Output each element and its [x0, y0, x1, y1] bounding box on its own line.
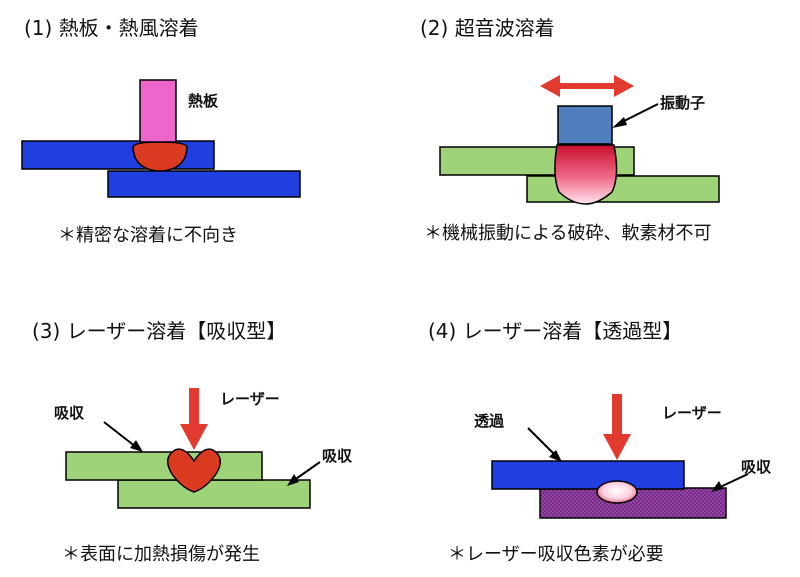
panel-4-title: (4) レーザー溶着【透過型】 — [428, 319, 683, 343]
vibration-arrow — [540, 75, 634, 97]
transmit-pointer — [527, 427, 562, 462]
vibrator — [557, 105, 613, 145]
panel-1-title: (1) 熱板・熱風溶着 — [24, 16, 199, 40]
absorb-pointer — [711, 473, 749, 492]
hot-plate-label: 熱板 — [188, 92, 219, 110]
absorb-label-upper: 吸収 — [54, 404, 85, 422]
absorb-pointer-upper — [103, 421, 143, 452]
vibrator-pointer — [612, 103, 659, 128]
panel-2-graphic — [439, 75, 720, 205]
upper-plate — [491, 460, 685, 490]
laser-label: レーザー — [220, 390, 280, 408]
absorb-pointer-lower — [287, 461, 321, 486]
panel-1-note: ＊精密な溶着に不向き — [58, 225, 238, 246]
lower-plate — [107, 170, 301, 198]
panel-4-graphic — [491, 394, 749, 519]
upper-plate — [65, 451, 263, 481]
absorb-label: 吸収 — [741, 458, 772, 476]
hot-plate — [139, 79, 177, 143]
lower-plate — [526, 175, 720, 203]
panel-2-note: ＊機械振動による破砕、軟素材不可 — [424, 223, 712, 244]
laser-arrow — [603, 394, 631, 460]
absorb-label-lower: 吸収 — [322, 447, 353, 465]
laser-label: レーザー — [662, 404, 722, 422]
vibrator-label: 振動子 — [660, 94, 706, 112]
panel-3-title: (3) レーザー溶着【吸収型】 — [32, 319, 287, 343]
lower-plate — [117, 479, 311, 509]
laser-arrow — [180, 388, 208, 450]
weld-pool — [166, 448, 222, 493]
panel-3-graphic — [65, 388, 321, 509]
panel-2-title: (2) 超音波溶着 — [420, 16, 555, 40]
panel-3-note: ＊表面に加熱損傷が発生 — [62, 544, 260, 565]
weld-zone — [554, 144, 618, 205]
transmit-label: 透過 — [474, 412, 505, 430]
panel-4-note: ＊レーザー吸収色素が必要 — [448, 544, 664, 565]
panel-1-graphic — [21, 79, 301, 198]
weld-zone — [596, 480, 638, 504]
